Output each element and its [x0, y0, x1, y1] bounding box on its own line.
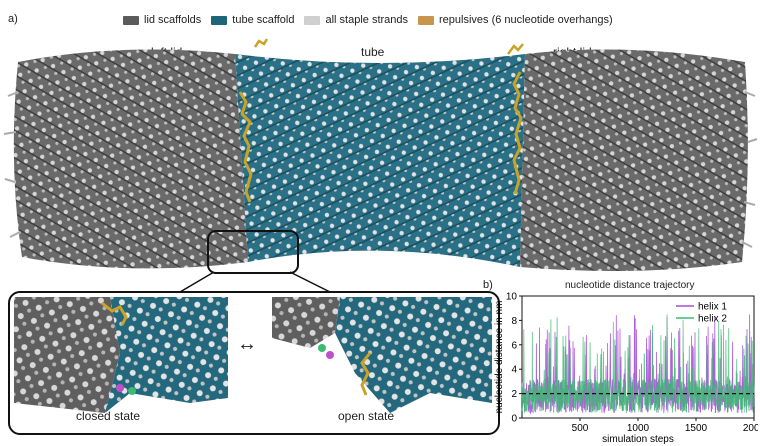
panel-b-label: b) — [483, 279, 493, 291]
chart-title: nucleotide distance trajectory — [565, 280, 695, 291]
tube-scaffold-swatch — [211, 15, 228, 25]
y-tick-label: 6 — [511, 340, 517, 351]
legend-label-0: helix 1 — [698, 302, 727, 313]
chart-series — [521, 314, 755, 415]
panel-a-label: a) — [8, 13, 18, 25]
repulsive-overhangs-right — [512, 71, 523, 195]
repulsives-swatch — [418, 15, 435, 25]
y-axis-label: nucleotide distance in nm — [494, 301, 505, 414]
open-overhang — [360, 352, 372, 396]
closed-state-label: closed state — [76, 409, 141, 423]
callout-box — [207, 230, 299, 274]
tube-label: tube — [361, 45, 385, 59]
series-line-1 — [521, 314, 755, 414]
legend-label: all staple strands — [325, 14, 409, 26]
x-tick-label: 2000 — [743, 423, 758, 434]
dna-origami-structure — [3, 38, 758, 271]
open-lid — [272, 297, 340, 348]
y-tick-label: 0 — [511, 414, 517, 425]
legend-label: lid scaffolds — [144, 14, 202, 26]
staple-strands-swatch — [304, 15, 321, 25]
state-transition-arrow-icon: ↔ — [237, 333, 257, 355]
open-nucleotide-marker — [326, 351, 334, 359]
lid-scaffolds-swatch — [123, 15, 139, 25]
legend-item-lid-scaffolds: lid scaffolds — [123, 14, 201, 26]
legend: lid scaffolds tube scaffold all staple s… — [123, 14, 613, 26]
legend-label: repulsives (6 nucleotide overhangs) — [439, 14, 613, 26]
y-tick-label: 10 — [506, 292, 518, 303]
y-tick-label: 4 — [511, 365, 517, 376]
legend-label: tube scaffold — [232, 14, 295, 26]
open-nucleotide-marker-2 — [318, 344, 326, 352]
open-tube — [335, 297, 492, 413]
chart-axes: 0 2 4 6 8 10 500 1000 1500 2000 — [506, 292, 758, 435]
tube-region — [235, 54, 525, 267]
inset-panel: ↔ closed state open state — [8, 291, 500, 435]
y-tick-label: 2 — [511, 389, 517, 400]
closed-nucleotide-marker — [116, 384, 124, 392]
x-tick-label: 1500 — [685, 423, 708, 434]
x-tick-label: 1000 — [627, 423, 650, 434]
closed-tube — [105, 297, 228, 413]
left-lid-region — [13, 49, 249, 269]
x-axis-label: simulation steps — [602, 434, 674, 445]
right-lid-region — [520, 49, 748, 271]
inset-structures — [14, 297, 492, 413]
closed-nucleotide-marker-2 — [128, 387, 136, 395]
repulsive-overhangs-left — [238, 91, 253, 203]
distance-chart: 0 2 4 6 8 10 500 1000 1500 2000 nucleotide distan… — [494, 292, 758, 446]
legend-label-1: helix 2 — [698, 314, 727, 325]
open-state-label: open state — [338, 409, 395, 423]
closed-lid — [14, 297, 120, 413]
legend-item-staple-strands: all staple strands — [304, 14, 408, 26]
y-tick-label: 8 — [511, 316, 517, 327]
legend-item-tube-scaffold: tube scaffold — [211, 14, 294, 26]
legend-item-repulsives: repulsives (6 nucleotide overhangs) — [418, 14, 613, 26]
x-tick-label: 500 — [572, 423, 589, 434]
closed-overhang — [101, 301, 128, 326]
